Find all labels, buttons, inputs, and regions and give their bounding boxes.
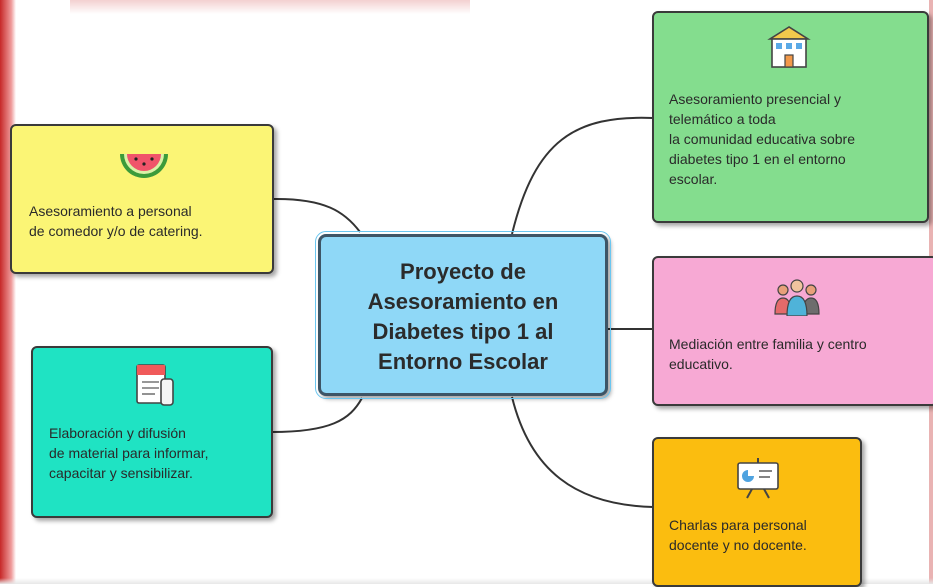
central-topic-title: Proyecto de Asesoramiento en Diabetes ti… [367,259,559,374]
node-catering-text: Asesoramiento a personal de comedor y/o … [29,203,203,239]
central-topic: Proyecto de Asesoramiento en Diabetes ti… [315,231,611,399]
document-icon [136,364,174,406]
node-presencial-text: Asesoramiento presencial y telemático a … [669,91,856,187]
connector-presencial [511,116,654,235]
node-catering: Asesoramiento a personal de comedor y/o … [10,124,274,274]
family-icon [774,279,820,316]
connector-catering [271,197,361,233]
node-charlas: Charlas para personal docente y no docen… [652,437,862,587]
node-charlas-text: Charlas para personal docente y no docen… [669,517,807,553]
node-material-text: Elaboración y difusión de material para … [49,425,209,481]
connector-charlas [511,396,654,508]
watermelon-icon [120,154,168,178]
background-bottom-shade [0,578,933,584]
node-mediacion: Mediación entre familia y centro educati… [652,256,933,406]
school-icon [767,26,811,68]
background-top-shade [70,0,470,14]
node-material: Elaboración y difusión de material para … [31,346,273,518]
node-presencial: Asesoramiento presencial y telemático a … [652,11,929,223]
node-mediacion-text: Mediación entre familia y centro educati… [669,336,867,372]
connector-material [271,397,363,433]
presentation-icon [737,458,779,499]
